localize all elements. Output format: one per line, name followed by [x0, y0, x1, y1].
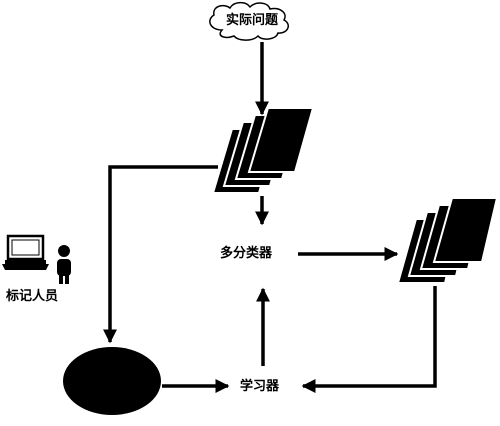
connectors	[103, 42, 437, 393]
arrow-docs-to-pool	[103, 165, 218, 344]
learner-label: 学习器	[240, 379, 280, 394]
cloud-icon	[209, 1, 289, 41]
laptop-icon	[2, 234, 49, 270]
arrow-right-docs-to-learner	[301, 286, 437, 393]
problem-label: 实际问题	[226, 13, 279, 28]
annotator-label: 标记人员	[6, 289, 59, 304]
classifier-label: 多分类器	[220, 246, 273, 261]
document-stack-top	[211, 107, 315, 194]
document-stack-right	[396, 197, 499, 284]
person-icon	[57, 245, 71, 284]
labeled-pool-ellipse	[63, 347, 161, 415]
